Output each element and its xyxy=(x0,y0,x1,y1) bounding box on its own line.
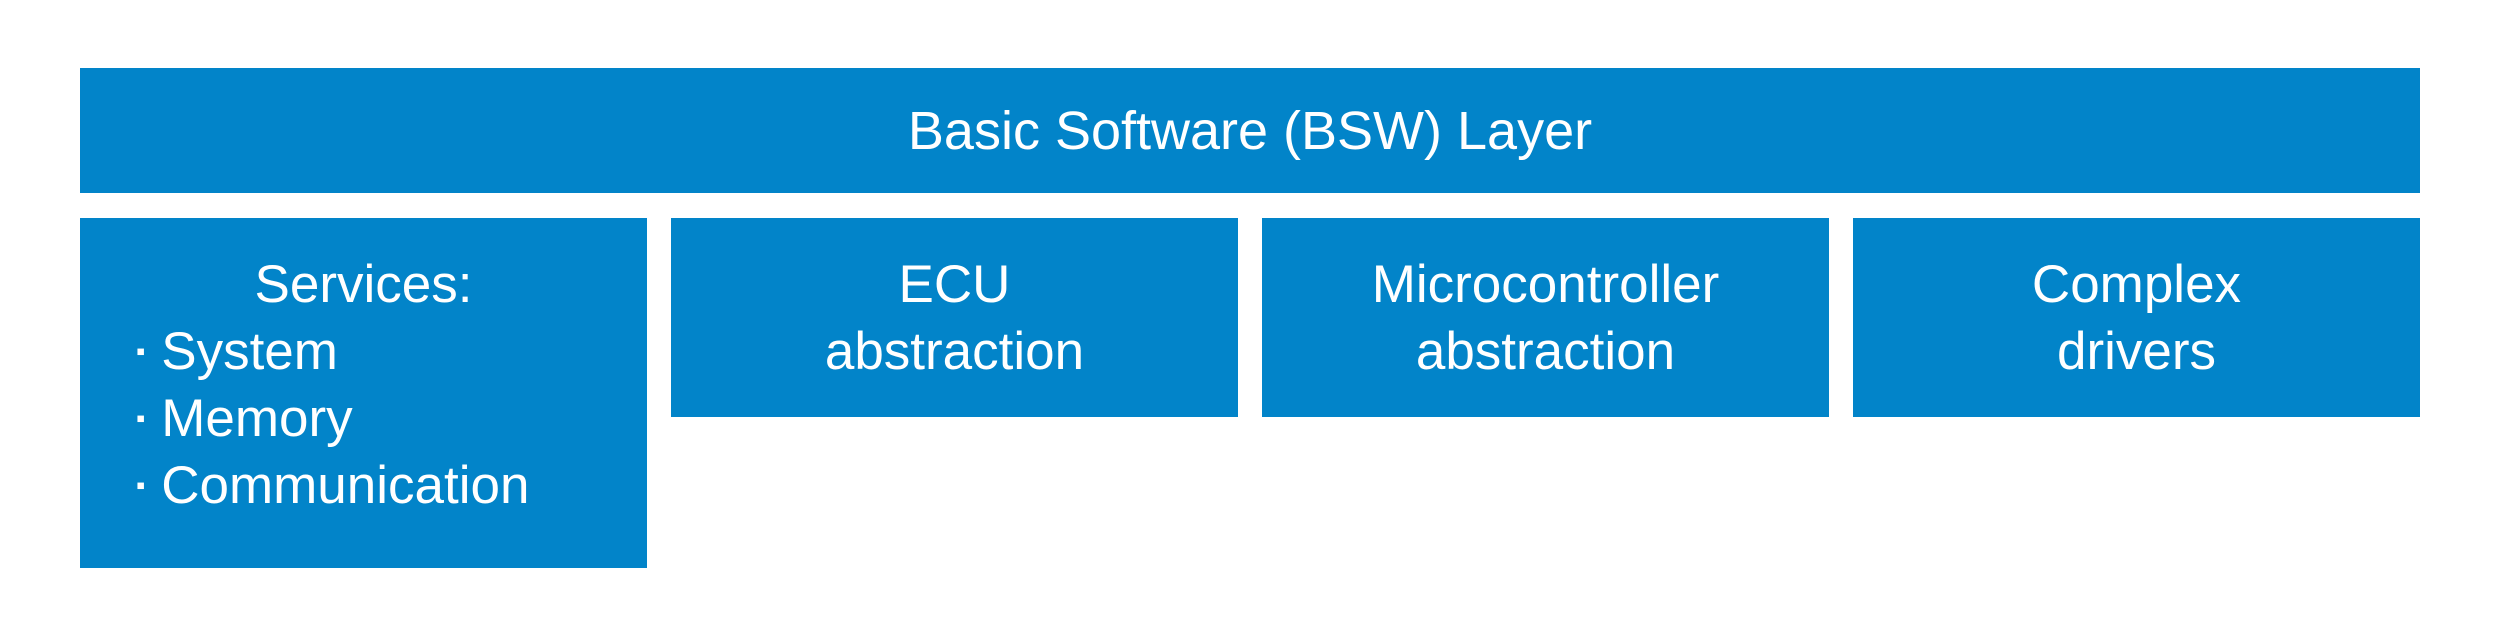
services-item-label: Communication xyxy=(161,456,530,515)
microcontroller-abstraction-box: Microcontroller abstraction xyxy=(1262,218,1829,417)
complex-drivers-line2: drivers xyxy=(2056,322,2217,381)
square-bullet-icon: ▪ xyxy=(136,470,146,500)
square-bullet-icon: ▪ xyxy=(136,336,146,366)
ecu-abstraction-box: ECU abstraction xyxy=(671,218,1238,417)
complex-drivers-line1: Complex xyxy=(2031,255,2242,314)
services-item-memory: ▪ Memory xyxy=(80,385,647,452)
ecu-abstraction-line2: abstraction xyxy=(824,322,1085,381)
square-bullet-icon: ▪ xyxy=(136,403,146,433)
bsw-layer-banner: Basic Software (BSW) Layer xyxy=(80,68,2420,193)
microcontroller-abstraction-line2: abstraction xyxy=(1415,322,1676,381)
ecu-abstraction-line1: ECU xyxy=(898,255,1011,314)
bsw-layer-title: Basic Software (BSW) Layer xyxy=(907,100,1593,161)
services-item-label: Memory xyxy=(161,389,353,448)
services-box: Services: ▪ System ▪ Memory ▪ Communicat… xyxy=(80,218,647,568)
services-heading: Services: xyxy=(254,255,473,314)
microcontroller-abstraction-line1: Microcontroller xyxy=(1371,255,1720,314)
services-item-system: ▪ System xyxy=(80,318,647,385)
complex-drivers-box: Complex drivers xyxy=(1853,218,2420,417)
services-item-label: System xyxy=(161,322,338,381)
services-item-communication: ▪ Communication xyxy=(80,452,647,519)
